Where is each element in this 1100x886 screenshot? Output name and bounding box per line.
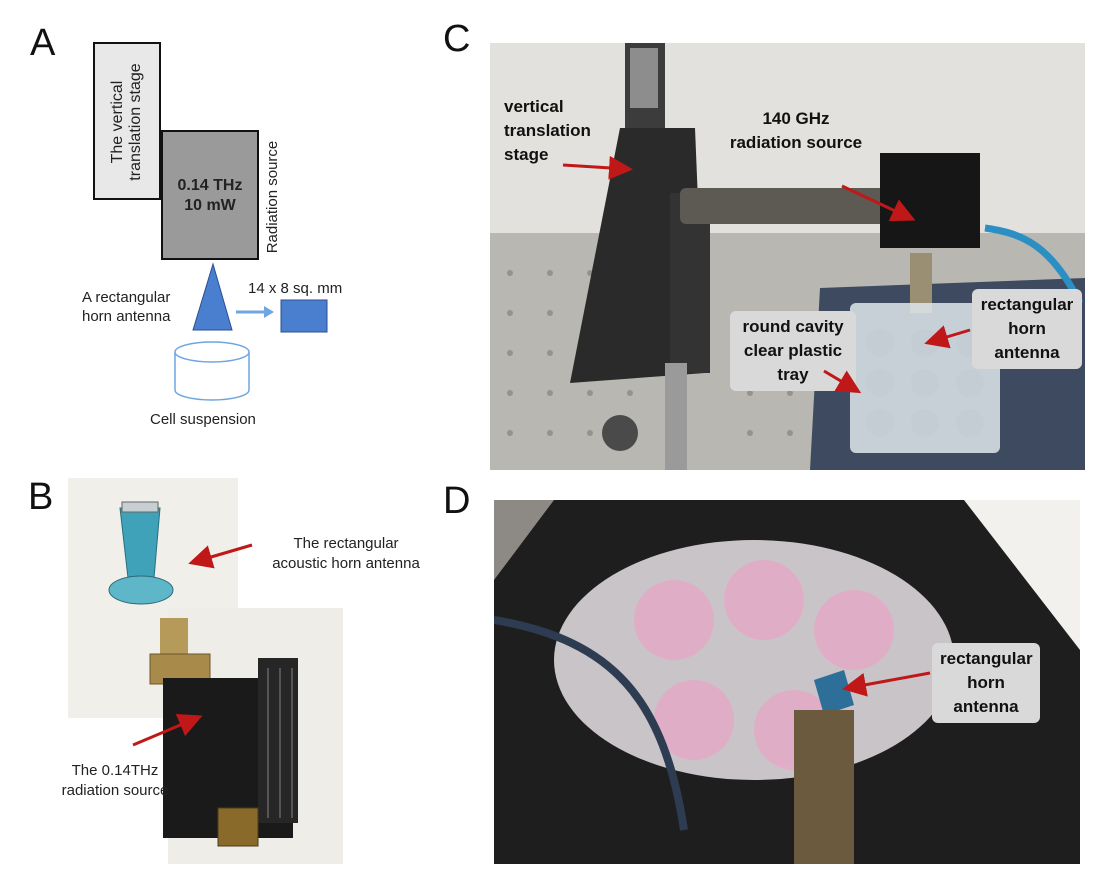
aperture-arrowhead-icon: [264, 306, 274, 318]
panel-letter-b: B: [28, 476, 54, 518]
radiation-source-box: [161, 130, 259, 260]
c-tray-line1: round cavity: [742, 317, 844, 336]
d-horn-line3: antenna: [953, 697, 1019, 716]
d-horn-callout: rectangular horn antenna: [932, 643, 1040, 723]
b-source-line1: The 0.14THz: [71, 762, 159, 779]
c-stage-line2: translation: [504, 121, 591, 140]
panel-b-horn-callout: The rectangular acoustic horn antenna: [256, 534, 436, 574]
c-horn-line1: rectangular: [980, 295, 1074, 314]
c-source-callout: 140 GHz radiation source: [706, 103, 886, 159]
b-horn-line1: The rectangular: [293, 535, 399, 552]
c-tray-callout: round cavity clear plastic tray: [730, 311, 856, 391]
c-stage-callout: vertical translation stage: [496, 91, 608, 171]
horn-antenna-label: A rectangular horn antenna: [82, 288, 170, 326]
c-source-line1: 140 GHz: [762, 109, 830, 128]
panel-letter-a: A: [30, 22, 56, 64]
c-horn-line3: antenna: [994, 343, 1060, 362]
c-stage-line3: stage: [504, 145, 549, 164]
aperture-rect-icon: [280, 299, 328, 333]
d-horn-line2: horn: [967, 673, 1005, 692]
c-tray-line2: clear plastic: [743, 341, 843, 360]
panel-letter-c: C: [443, 18, 471, 60]
photo-source-block-icon: [880, 153, 980, 248]
photo-heatsink-icon: [163, 658, 298, 838]
radiation-source-side-label: Radiation source: [264, 140, 281, 254]
translation-stage-label: The vertical translation stage: [109, 42, 145, 202]
c-stage-line1: vertical: [504, 97, 564, 116]
b-source-line2: radiation source: [61, 782, 169, 799]
stage-label-line2: translation stage: [127, 63, 144, 181]
source-power: 10 mW: [184, 197, 236, 214]
cell-suspension-cylinder-icon: [174, 341, 250, 401]
c-horn-line2: horn: [1008, 319, 1046, 338]
stage-label-line1: The vertical: [109, 80, 126, 164]
translation-stage-box: [93, 42, 161, 200]
horn-label-line1: A rectangular: [82, 289, 171, 306]
aperture-size-label: 14 x 8 sq. mm: [248, 280, 343, 297]
panel-b-source-callout: The 0.14THz radiation source: [40, 761, 190, 801]
panel-b-photo: [68, 478, 343, 864]
source-power-label: 0.14 THz 10 mW: [161, 176, 259, 216]
horn-antenna-icon: [192, 262, 233, 331]
panel-letter-d: D: [443, 480, 471, 522]
panel-c-photo: [490, 43, 1085, 470]
c-source-line2: radiation source: [729, 133, 863, 152]
c-tray-line3: tray: [777, 365, 809, 384]
d-horn-line1: rectangular: [940, 649, 1033, 668]
b-horn-line2: acoustic horn antenna: [272, 555, 420, 572]
source-freq: 0.14 THz: [177, 177, 243, 194]
cell-suspension-label: Cell suspension: [150, 411, 256, 428]
c-horn-callout: rectangular horn antenna: [972, 289, 1082, 369]
horn-label-line2: horn antenna: [82, 308, 171, 325]
photo-arm-icon: [680, 188, 890, 224]
